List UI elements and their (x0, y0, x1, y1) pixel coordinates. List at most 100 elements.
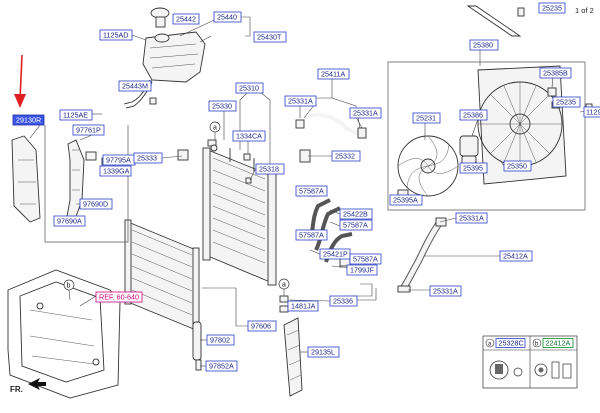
svg-text:a: a (282, 282, 286, 289)
svg-text:29130R: 29130R (16, 116, 41, 125)
svg-text:25443M: 25443M (122, 82, 148, 91)
receiver-drier (192, 321, 202, 371)
part-label-97690a[interactable]: 97690A (53, 215, 86, 227)
svg-text:97761P: 97761P (76, 126, 101, 135)
part-label-25231[interactable]: 25231 (412, 112, 441, 124)
svg-text:25235: 25235 (542, 4, 562, 13)
part-label-57587a-1[interactable]: 57587A (295, 185, 328, 197)
part-label-25421p[interactable]: 25421P (319, 248, 351, 260)
part-label-25235-top[interactable]: 25235 (538, 2, 566, 14)
part-label-25386[interactable]: 25386 (459, 109, 488, 121)
part-label-25336[interactable]: 25336 (329, 295, 358, 307)
page-indicator: 1 of 2 (575, 6, 594, 15)
svg-text:25331A: 25331A (459, 214, 484, 223)
part-label-1481ja[interactable]: 1481JA (287, 300, 319, 312)
part-label-97795a[interactable]: 97795A (102, 154, 136, 166)
legend-b-part: 22412A (546, 339, 571, 348)
svg-text:1339GA: 1339GA (103, 167, 130, 176)
legend-a-image (489, 360, 523, 380)
part-label-25380[interactable]: 25380 (469, 39, 499, 51)
part-label-97761p[interactable]: 97761P (72, 124, 105, 136)
part-label-25395[interactable]: 25395 (459, 162, 488, 174)
part-label-25318[interactable]: 25318 (255, 163, 285, 175)
svg-text:97852A: 97852A (209, 362, 234, 371)
svg-text:97795A: 97795A (106, 156, 131, 165)
part-label-25330[interactable]: 25330 (208, 100, 237, 112)
svg-text:25440: 25440 (217, 13, 237, 22)
part-label-25385b[interactable]: 25385B (539, 67, 572, 79)
part-label-25411a[interactable]: 25411A (317, 68, 350, 80)
callout-b-1: b (63, 279, 75, 301)
part-label-57587a-3[interactable]: 57587A (295, 229, 328, 241)
svg-text:1125AE: 1125AE (63, 111, 88, 120)
part-label-97802[interactable]: 97802 (206, 334, 235, 346)
svg-text:57587A: 57587A (343, 221, 368, 230)
svg-text:25430T: 25430T (257, 33, 282, 42)
part-label-1129[interactable]: 1129 (583, 106, 600, 118)
harness-frame (44, 125, 129, 243)
reference-label-60-640[interactable]: REF. 60-640 (95, 291, 143, 303)
part-label-25331a-lower[interactable]: 25331A (429, 285, 462, 297)
part-label-29130r[interactable]: 29130R (12, 114, 45, 126)
svg-text:25231: 25231 (416, 114, 436, 123)
svg-text:a: a (213, 125, 217, 132)
condenser (124, 219, 200, 333)
svg-text:57587A: 57587A (299, 231, 324, 240)
part-label-25331a-upper-right[interactable]: 25331A (349, 107, 382, 119)
part-label-1125ad[interactable]: 1125AD (99, 29, 133, 41)
svg-text:25395: 25395 (463, 164, 483, 173)
svg-text:1481JA: 1481JA (291, 302, 316, 311)
svg-text:25385B: 25385B (543, 69, 568, 78)
part-label-25412a[interactable]: 25412A (499, 250, 533, 262)
svg-text:97690D: 97690D (83, 200, 108, 209)
legend-b-image (534, 361, 572, 379)
part-label-25442[interactable]: 25442 (172, 13, 200, 25)
svg-text:97802: 97802 (210, 336, 230, 345)
svg-text:25412A: 25412A (503, 252, 528, 261)
part-label-1339ga[interactable]: 1339GA (99, 165, 132, 177)
part-label-25395a[interactable]: 25395A (389, 194, 423, 206)
part-label-25443m[interactable]: 25443M (118, 80, 152, 92)
part-label-57587a-2[interactable]: 57587A (339, 219, 373, 231)
part-label-29135l[interactable]: 29135L (307, 346, 340, 358)
svg-text:25330: 25330 (212, 102, 232, 111)
svg-text:97606: 97606 (251, 322, 271, 331)
side-bracket-29130r (11, 135, 41, 223)
part-label-25430t[interactable]: 25430T (253, 31, 287, 43)
svg-text:b: b (67, 283, 71, 290)
legend-b: b 22412A (532, 338, 574, 348)
part-label-25333[interactable]: 25333 (133, 152, 163, 164)
part-label-25422b[interactable]: 25422B (339, 208, 373, 220)
front-direction-label: FR. (10, 385, 23, 394)
front-direction-indicator: FR. (10, 378, 46, 394)
legend-a-part: 25328C (499, 339, 524, 348)
lower-hose (399, 219, 443, 293)
part-label-97690d[interactable]: 97690D (79, 198, 113, 210)
part-label-1799jf[interactable]: 1799JF (346, 264, 378, 276)
svg-text:25318: 25318 (259, 165, 279, 174)
svg-text:97690A: 97690A (57, 217, 82, 226)
part-label-25310[interactable]: 25310 (235, 82, 264, 94)
part-label-25235-right[interactable]: 25235 (552, 96, 581, 108)
part-label-57587a-4[interactable]: 57587A (349, 253, 382, 265)
part-label-25331a-mid[interactable]: 25331A (455, 212, 488, 224)
svg-text:b: b (535, 342, 539, 348)
part-label-1125ae[interactable]: 1125AE (59, 109, 93, 121)
part-label-97852a[interactable]: 97852A (205, 360, 238, 372)
indicator-arrow (14, 54, 26, 108)
svg-text:25310: 25310 (239, 84, 259, 93)
svg-text:25333: 25333 (137, 154, 157, 163)
svg-text:25395A: 25395A (393, 196, 418, 205)
part-label-97606[interactable]: 97606 (247, 320, 277, 332)
part-label-25350[interactable]: 25350 (503, 160, 532, 172)
callout-a-1: a (209, 121, 221, 140)
fan-shroud-frame (387, 61, 586, 211)
part-label-25332[interactable]: 25332 (331, 150, 361, 162)
svg-text:57587A: 57587A (299, 187, 324, 196)
part-label-1334ca[interactable]: 1334CA (232, 130, 266, 142)
svg-text:25411A: 25411A (321, 70, 345, 79)
part-label-25331a-upper-left[interactable]: 25331A (284, 95, 317, 107)
svg-text:25442: 25442 (176, 15, 196, 24)
part-label-25440[interactable]: 25440 (213, 11, 242, 23)
